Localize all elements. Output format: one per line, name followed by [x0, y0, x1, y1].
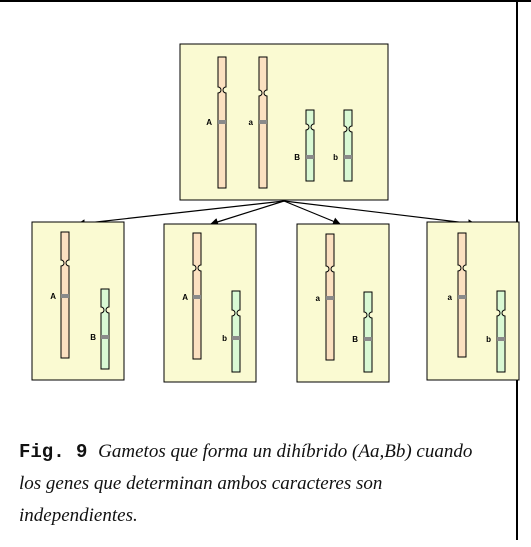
gene-label: A [50, 292, 56, 301]
gamete-cell-1: A B [31, 221, 125, 381]
arrow [210, 200, 285, 226]
gene-label: B [294, 153, 300, 162]
arrows [77, 200, 476, 228]
gene-label: A [182, 293, 188, 302]
chromosome-b: b [333, 109, 353, 182]
arrow [283, 200, 476, 228]
gene-label: b [333, 153, 338, 162]
gene-label: a [448, 293, 453, 302]
gene-label: B [90, 333, 96, 342]
gamete-cell-3: a B [296, 223, 390, 383]
caption-text: Gametos que forma un dihíbrido (Aa,Bb) c… [19, 441, 473, 526]
parent-cell: A a B b [179, 43, 389, 201]
figure-number: Fig. 9 [19, 441, 88, 463]
gene-label: b [486, 335, 491, 344]
arrow [283, 200, 341, 226]
gene-label: a [249, 118, 254, 127]
frame-top-border [0, 0, 531, 2]
gene-label: b [222, 334, 227, 343]
chromosome-A: A [206, 56, 227, 189]
chromosome-a: a [249, 56, 268, 189]
gene-label: A [206, 118, 212, 127]
chromosome-B: B [294, 109, 315, 182]
gene-label: a [316, 294, 321, 303]
gamete-cell-2: A b [163, 223, 257, 383]
arrow [77, 200, 285, 228]
gene-label: B [352, 335, 358, 344]
figure-caption: Fig. 9 Gametos que forma un dihíbrido (A… [19, 436, 499, 532]
gamete-cell-4: a b [426, 221, 520, 381]
diagram: A a B b A B [31, 43, 520, 383]
